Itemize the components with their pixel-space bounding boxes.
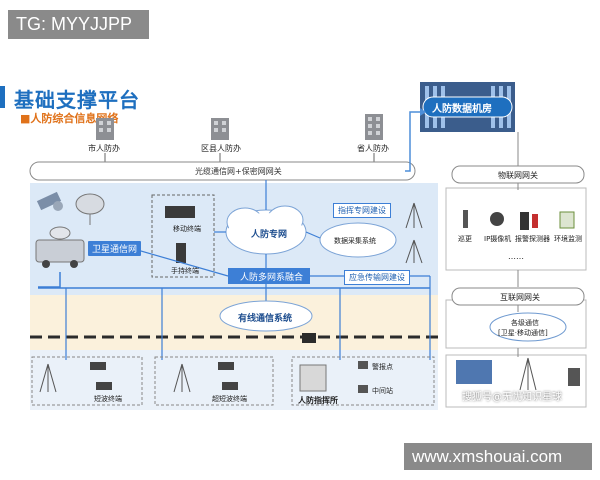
tower-icon-upper — [405, 202, 423, 229]
satellite-vehicle-icon — [35, 226, 85, 268]
relay-station-label: 中间站 — [372, 387, 393, 395]
ip-camera-icon — [490, 212, 504, 226]
fiber-bus-bar — [29, 161, 416, 181]
fusion-bar — [228, 268, 310, 284]
satellite-icon — [36, 191, 63, 211]
datacenter-label: 人防数据机房 — [432, 104, 492, 115]
relay-station-icon — [358, 385, 368, 393]
wired-system-label: 有线通信系统 — [238, 314, 293, 324]
district-building-icon — [211, 118, 229, 140]
internet-gateway-label: 互联网网关 — [500, 293, 540, 302]
handheld-terminal-icon — [176, 243, 186, 263]
command-net-build-tag: 指挥专网建设 — [333, 203, 391, 218]
internet-gateway-pill — [451, 287, 585, 306]
shortwave-label: 短波终端 — [94, 395, 122, 403]
wired-system-cloud — [219, 300, 313, 332]
iot-gateway-label: 物联网网关 — [498, 171, 538, 180]
civil-net-cloud — [225, 205, 307, 255]
watermark-bottom: www.xmshouai.com — [404, 443, 592, 470]
tower-icon-mid — [405, 239, 423, 264]
radio-icon-4 — [222, 382, 238, 390]
iot-device-panel — [445, 187, 587, 271]
terminals-box — [151, 194, 215, 278]
tower-icon-ultrashort — [173, 363, 191, 393]
district-office-label: 区县人防办 — [201, 144, 241, 153]
iot-device-label-1: IP摄像机 — [484, 235, 512, 243]
city-building-icon — [96, 118, 114, 140]
fusion-label: 人防多网系融合 — [240, 273, 304, 283]
emergency-net-build-tag: 应急传输网建设 — [344, 270, 410, 285]
watermark-top: TG: MYYJJPP — [8, 10, 149, 39]
iot-device-label-0: 巡更 — [458, 235, 472, 243]
lower-blue-panel — [30, 350, 438, 410]
mobile-terminal-label: 移动终端 — [173, 225, 201, 233]
mobile-terminal-icon — [165, 206, 195, 218]
alarm-detector-icon — [520, 212, 529, 230]
iot-more-label: …… — [508, 252, 524, 261]
datacenter-icon — [420, 82, 515, 132]
satellite-net-tag: 卫星通信网 — [88, 241, 142, 256]
fiber-bus-label: 光缆通信网+保密网网关 — [195, 167, 282, 176]
phone-icon — [302, 333, 316, 343]
data-collection-cloud — [319, 222, 397, 258]
dish-icon — [75, 193, 105, 225]
sea-cloud-top-label: 各级通信 — [511, 319, 539, 327]
shortwave-box — [31, 356, 143, 406]
env-monitor-icon — [559, 211, 575, 229]
building-grid-icon — [456, 360, 492, 384]
radio-icon-3 — [218, 362, 234, 370]
province-building-icon — [365, 114, 383, 140]
alarm-point-label: 警报点 — [372, 363, 393, 371]
radio-icon-2 — [96, 382, 112, 390]
page-subtitle: ■人防综合信息网络 — [20, 112, 119, 125]
sea-cloud — [489, 312, 567, 342]
radio-icon-1 — [90, 362, 106, 370]
command-building-icon — [299, 364, 327, 392]
handheld-terminal-label: 手持终端 — [171, 267, 199, 275]
data-cloud-label: 数据采集系统 — [334, 237, 376, 245]
iot-gateway-pill — [451, 165, 585, 184]
watermark-caption: 搜狐号@无忧知识星球 — [462, 392, 562, 403]
ultrashort-label: 超短波终端 — [212, 395, 247, 403]
radio-icon-right — [568, 368, 580, 386]
alarm-point-icon — [358, 361, 368, 369]
iot-device-label-3: 环境监测 — [554, 235, 582, 243]
iot-device-label-2: 报警探测器 — [515, 235, 550, 243]
province-office-label: 省人防办 — [357, 144, 389, 153]
ultrashort-box — [154, 356, 274, 406]
city-office-label: 市人防办 — [88, 144, 120, 153]
tower-icon-shortwave — [39, 363, 57, 393]
civil-net-label: 人防专网 — [251, 230, 288, 240]
title-accent-bar — [0, 86, 5, 108]
patrol-icon — [463, 210, 468, 228]
command-post-label: 人防指挥所 — [298, 396, 338, 405]
sea-cloud-label: [卫星·移动通信] — [498, 329, 548, 337]
page-title: 基础支撑平台 — [14, 88, 140, 112]
command-post-box — [291, 356, 435, 406]
